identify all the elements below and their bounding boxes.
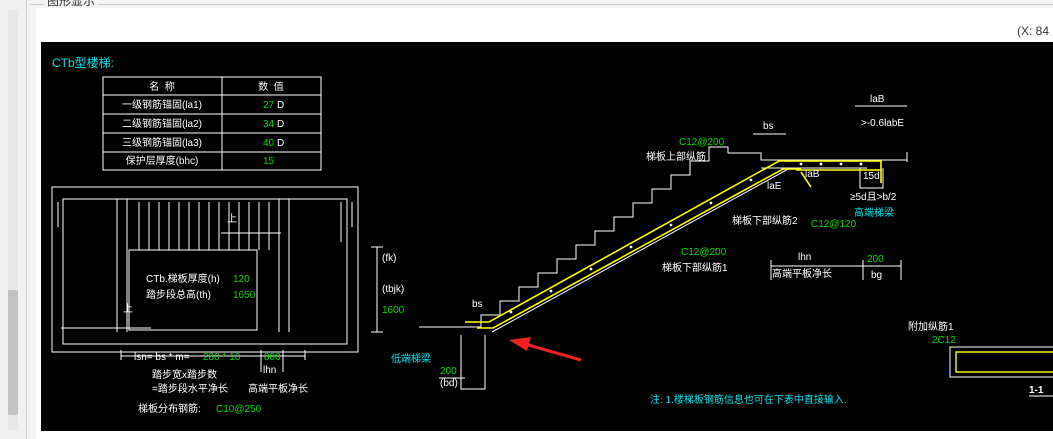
table-row-unit: D [277,119,284,130]
bottom-rebar2-value[interactable]: C12@120 [811,219,857,230]
table-row-value[interactable]: 34 [263,119,275,130]
distribution-rebar-label: 梯板分布钢筋: [138,402,201,415]
low-beam-label: 低端梯梁 [391,352,431,365]
additional-rebar-section [949,346,1053,378]
lsn-value[interactable]: 280 * 10 [203,352,241,363]
plan-dimension-lines [120,350,306,372]
lae-inner-label: laE [767,181,782,192]
lab-mid-label: laB [805,169,820,180]
bottom-rebar2-label: 梯板下部纵筋2 [732,214,798,227]
bottom-rebar1-label: 梯板下部纵筋1 [662,261,728,274]
lhn-value[interactable]: 800 [264,352,281,363]
dim-fk: (fk) [382,253,396,264]
stair-section-profile [419,146,908,390]
rebar-dots [509,162,863,314]
bs-top-label: bs [763,121,774,132]
lsn-label: lsn= bs * m= [134,352,190,363]
high-beam-label: 高端梯梁 [854,206,894,219]
rebar-lines [465,160,882,329]
formula-horizontal: =踏步段水平净长 [152,382,228,395]
high-slab-label: 高端平板净长 [772,267,832,280]
table-row-value[interactable]: 15 [263,156,275,167]
lab-condition: >-0.6labE [861,118,904,129]
stair-plan-view [51,186,359,353]
dim-15d: 15d [863,171,880,182]
drawing-title: CTb型楼梯: [52,55,114,70]
note-text: 注: 1.楼梯板钢筋信息也可在下表中直接输入. [650,393,847,406]
table-row-name: 一级钢筋锚固(la1) [122,98,202,111]
table-row-unit: D [277,100,284,111]
high-beam-width[interactable]: 200 [867,254,884,265]
lhn-section-label: lhn [798,252,811,263]
table-row-value[interactable]: 27 [263,100,275,111]
lhn-label: lhn [263,365,276,376]
scrollbar-thumb[interactable] [8,290,18,415]
distribution-rebar-value[interactable]: C10@250 [216,404,262,415]
low-beam-width[interactable]: 200 [440,366,457,377]
bottom-rebar1-value[interactable]: C12@200 [681,247,727,258]
anchor-condition: ≥5d且>b/2 [850,191,897,203]
thickness-value[interactable]: 120 [233,274,250,285]
table-header-value: 数 值 [258,80,284,93]
dim-tbjk: (tbjk) [382,284,404,295]
scrollbar-track[interactable] [8,10,18,430]
table-row-value[interactable]: 40 [263,138,275,149]
groupbox-title: 图形显示 [44,0,99,9]
groupbox-border [30,4,1053,5]
height-label: 踏步段总高(th) [146,288,211,301]
formula-tread: 踏步宽x踏步数 [152,368,217,381]
thickness-label: CTb.梯板厚度(h) [146,272,220,285]
parameter-table [102,76,322,171]
red-arrow-annotation [509,337,582,362]
dim-height-value[interactable]: 1600 [382,305,405,316]
table-row-unit: D [277,138,284,149]
additional-rebar-value[interactable]: 2C12 [932,335,956,346]
bs-low-label: bs [472,299,483,310]
high-slab-dims [770,260,902,280]
section-mark: 1-1 [1029,385,1044,396]
left-panel-strip [0,0,27,439]
height-value[interactable]: 1650 [233,290,256,301]
table-header-name: 名 称 [149,80,175,93]
section-vertical-dims [371,246,383,333]
low-beam-bd: (bd) [440,378,458,389]
plan-up-arrow-label: 上 [123,303,133,315]
table-row-name: 三级钢筋锚固(la3) [122,136,202,149]
table-row-name: 二级钢筋锚固(la2) [122,117,202,130]
top-rebar-value[interactable]: C12@200 [679,137,725,148]
coordinate-readout: (X: 84 [1016,24,1049,38]
drawing-canvas[interactable]: CTb型楼梯: 名 称 数 值 一级钢筋锚固(la1) 27 D 二级钢筋锚固(… [41,42,1053,431]
plan-up-arrow-label: 上 [227,213,237,225]
top-rebar-label: 梯板上部纵筋 [646,150,706,163]
formula-high-slab: 高端平板净长 [248,382,308,395]
table-row-name: 保护层厚度(bhc) [126,154,199,167]
additional-rebar-label: 附加纵筋1 [908,320,954,333]
lab-top-label: laB [870,94,885,105]
high-beam-bg: bg [871,270,882,281]
